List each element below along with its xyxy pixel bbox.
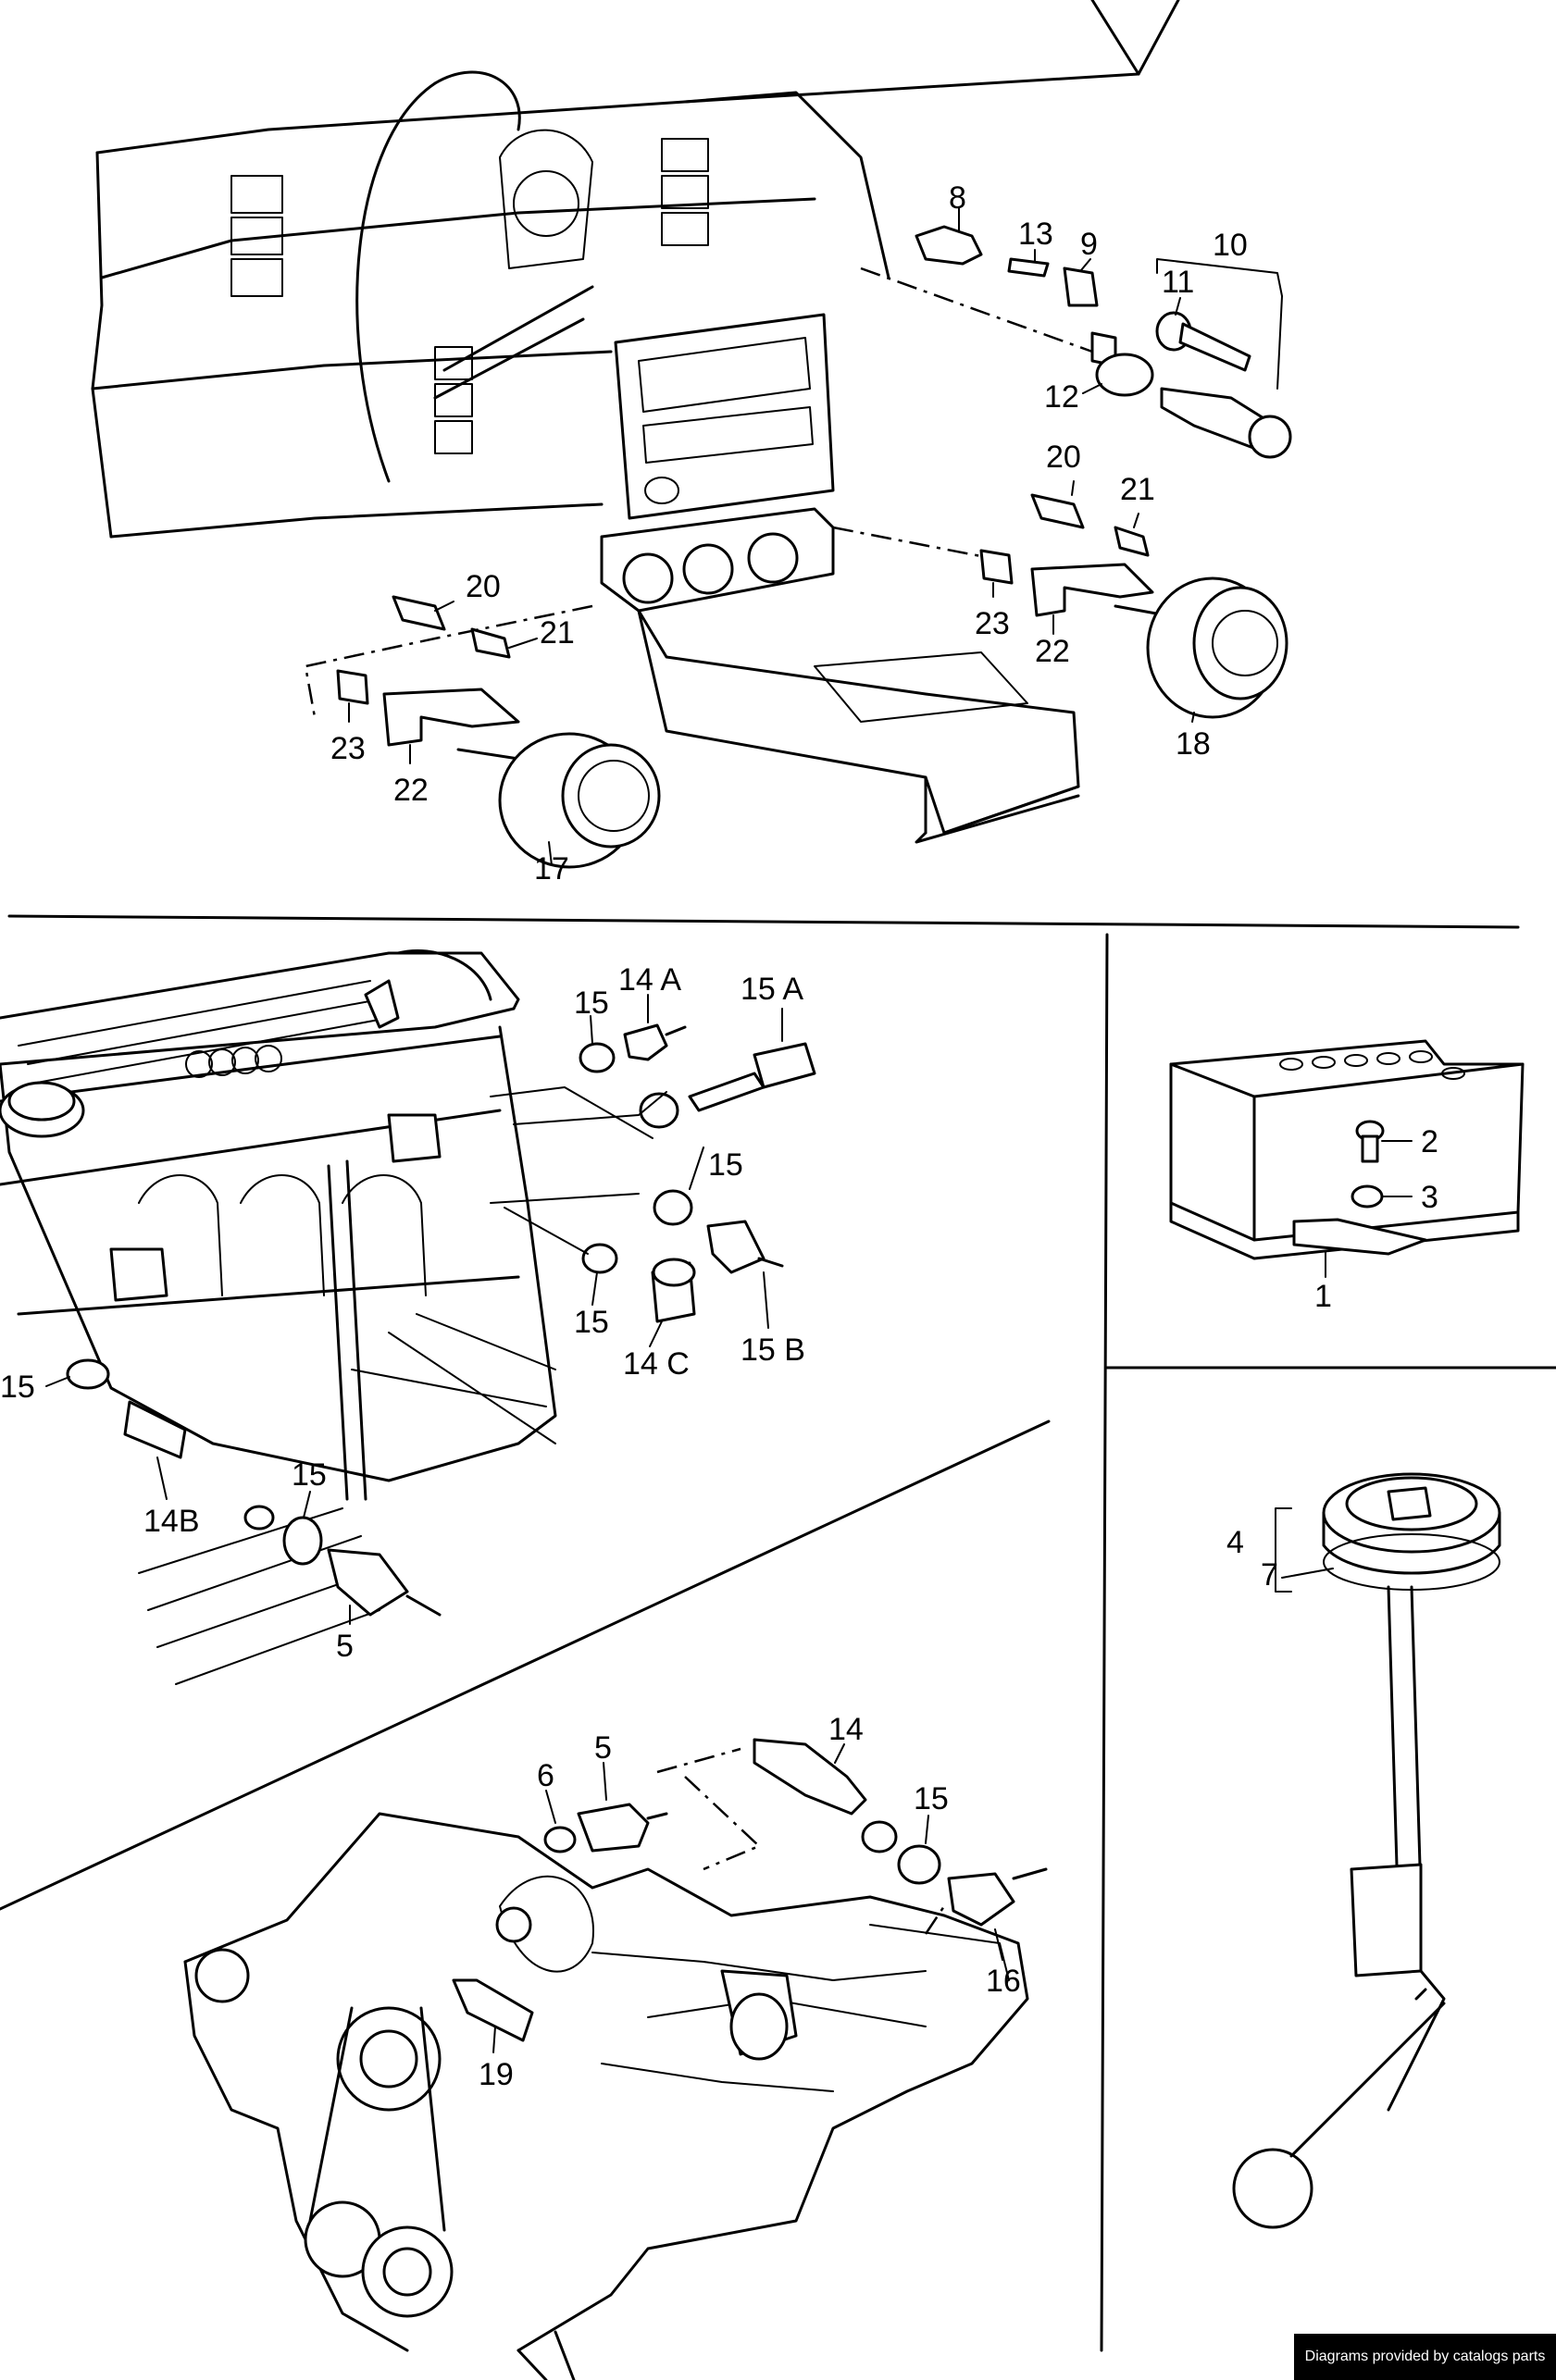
label-20-left: 20 <box>466 569 501 604</box>
label-16: 16 <box>986 1964 1021 1999</box>
part-labels: 8 13 9 10 11 12 20 21 23 22 18 20 21 23 … <box>0 180 1438 2092</box>
label-15-b: 15 <box>708 1147 743 1183</box>
fuel-sender-drawing <box>1232 1472 1501 2229</box>
label-7: 7 <box>1261 1557 1278 1593</box>
label-23-left: 23 <box>330 731 366 766</box>
label-15-d: 15 <box>0 1370 35 1405</box>
credit-badge: Diagrams provided by catalogs parts <box>1294 2334 1556 2380</box>
label-3: 3 <box>1421 1180 1438 1215</box>
label-1: 1 <box>1314 1279 1332 1314</box>
label-5-b: 5 <box>594 1730 612 1766</box>
label-5-a: 5 <box>336 1629 354 1664</box>
label-11: 11 <box>1162 265 1194 300</box>
label-13: 13 <box>1018 217 1053 252</box>
label-15A: 15 A <box>741 972 803 1007</box>
dashboard-drawing <box>91 0 1292 869</box>
label-10: 10 <box>1213 228 1248 263</box>
label-8: 8 <box>949 180 966 216</box>
label-14C: 14 C <box>623 1346 690 1382</box>
label-15-a: 15 <box>574 985 609 1021</box>
label-18: 18 <box>1176 726 1211 762</box>
label-15-c: 15 <box>574 1305 609 1340</box>
label-12: 12 <box>1044 379 1079 415</box>
label-17: 17 <box>534 851 569 886</box>
label-22-left: 22 <box>393 773 429 808</box>
label-14B: 14B <box>143 1504 200 1539</box>
battery-drawing <box>1169 1039 1525 1278</box>
engine-assembly-drawing <box>183 1738 1048 2380</box>
label-6: 6 <box>537 1758 554 1793</box>
engine-block-drawing <box>0 948 816 1685</box>
label-22-right: 22 <box>1035 634 1070 669</box>
label-20-right: 20 <box>1046 440 1081 475</box>
label-2: 2 <box>1421 1124 1438 1159</box>
label-21-left: 21 <box>540 615 575 651</box>
label-19: 19 <box>479 2057 514 2092</box>
label-14A: 14 A <box>618 962 681 998</box>
label-21-right: 21 <box>1120 472 1155 507</box>
label-15-e: 15 <box>292 1457 327 1493</box>
section-dividers <box>0 914 1556 2352</box>
label-23-right: 23 <box>975 606 1010 641</box>
label-15B: 15 B <box>741 1333 805 1368</box>
label-4: 4 <box>1226 1525 1244 1560</box>
label-9: 9 <box>1080 227 1098 262</box>
label-14: 14 <box>828 1712 864 1747</box>
label-15-f: 15 <box>914 1781 949 1816</box>
